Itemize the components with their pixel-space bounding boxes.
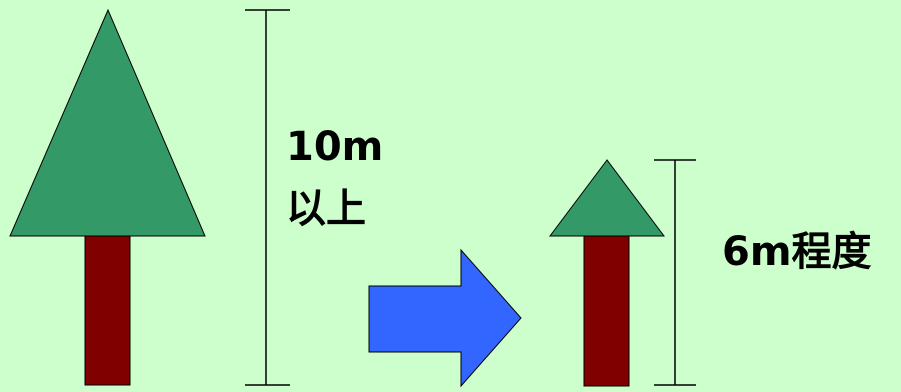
right-arrow-icon: [368, 248, 522, 388]
short-tree: [549, 159, 665, 387]
tall-tree-height-label-line1: 10m: [286, 124, 383, 170]
tall-tree-height-marker: [245, 9, 290, 386]
tall-tree: [9, 8, 206, 386]
short-tree-trunk: [583, 234, 630, 387]
tall-tree-height-label-line2: 以上: [286, 186, 366, 232]
short-tree-foliage: [549, 159, 665, 237]
short-tree-height-label: 6m程度: [722, 229, 872, 275]
tall-tree-foliage: [9, 8, 206, 237]
short-tree-height-marker: [654, 159, 696, 386]
tall-tree-trunk: [84, 234, 131, 386]
